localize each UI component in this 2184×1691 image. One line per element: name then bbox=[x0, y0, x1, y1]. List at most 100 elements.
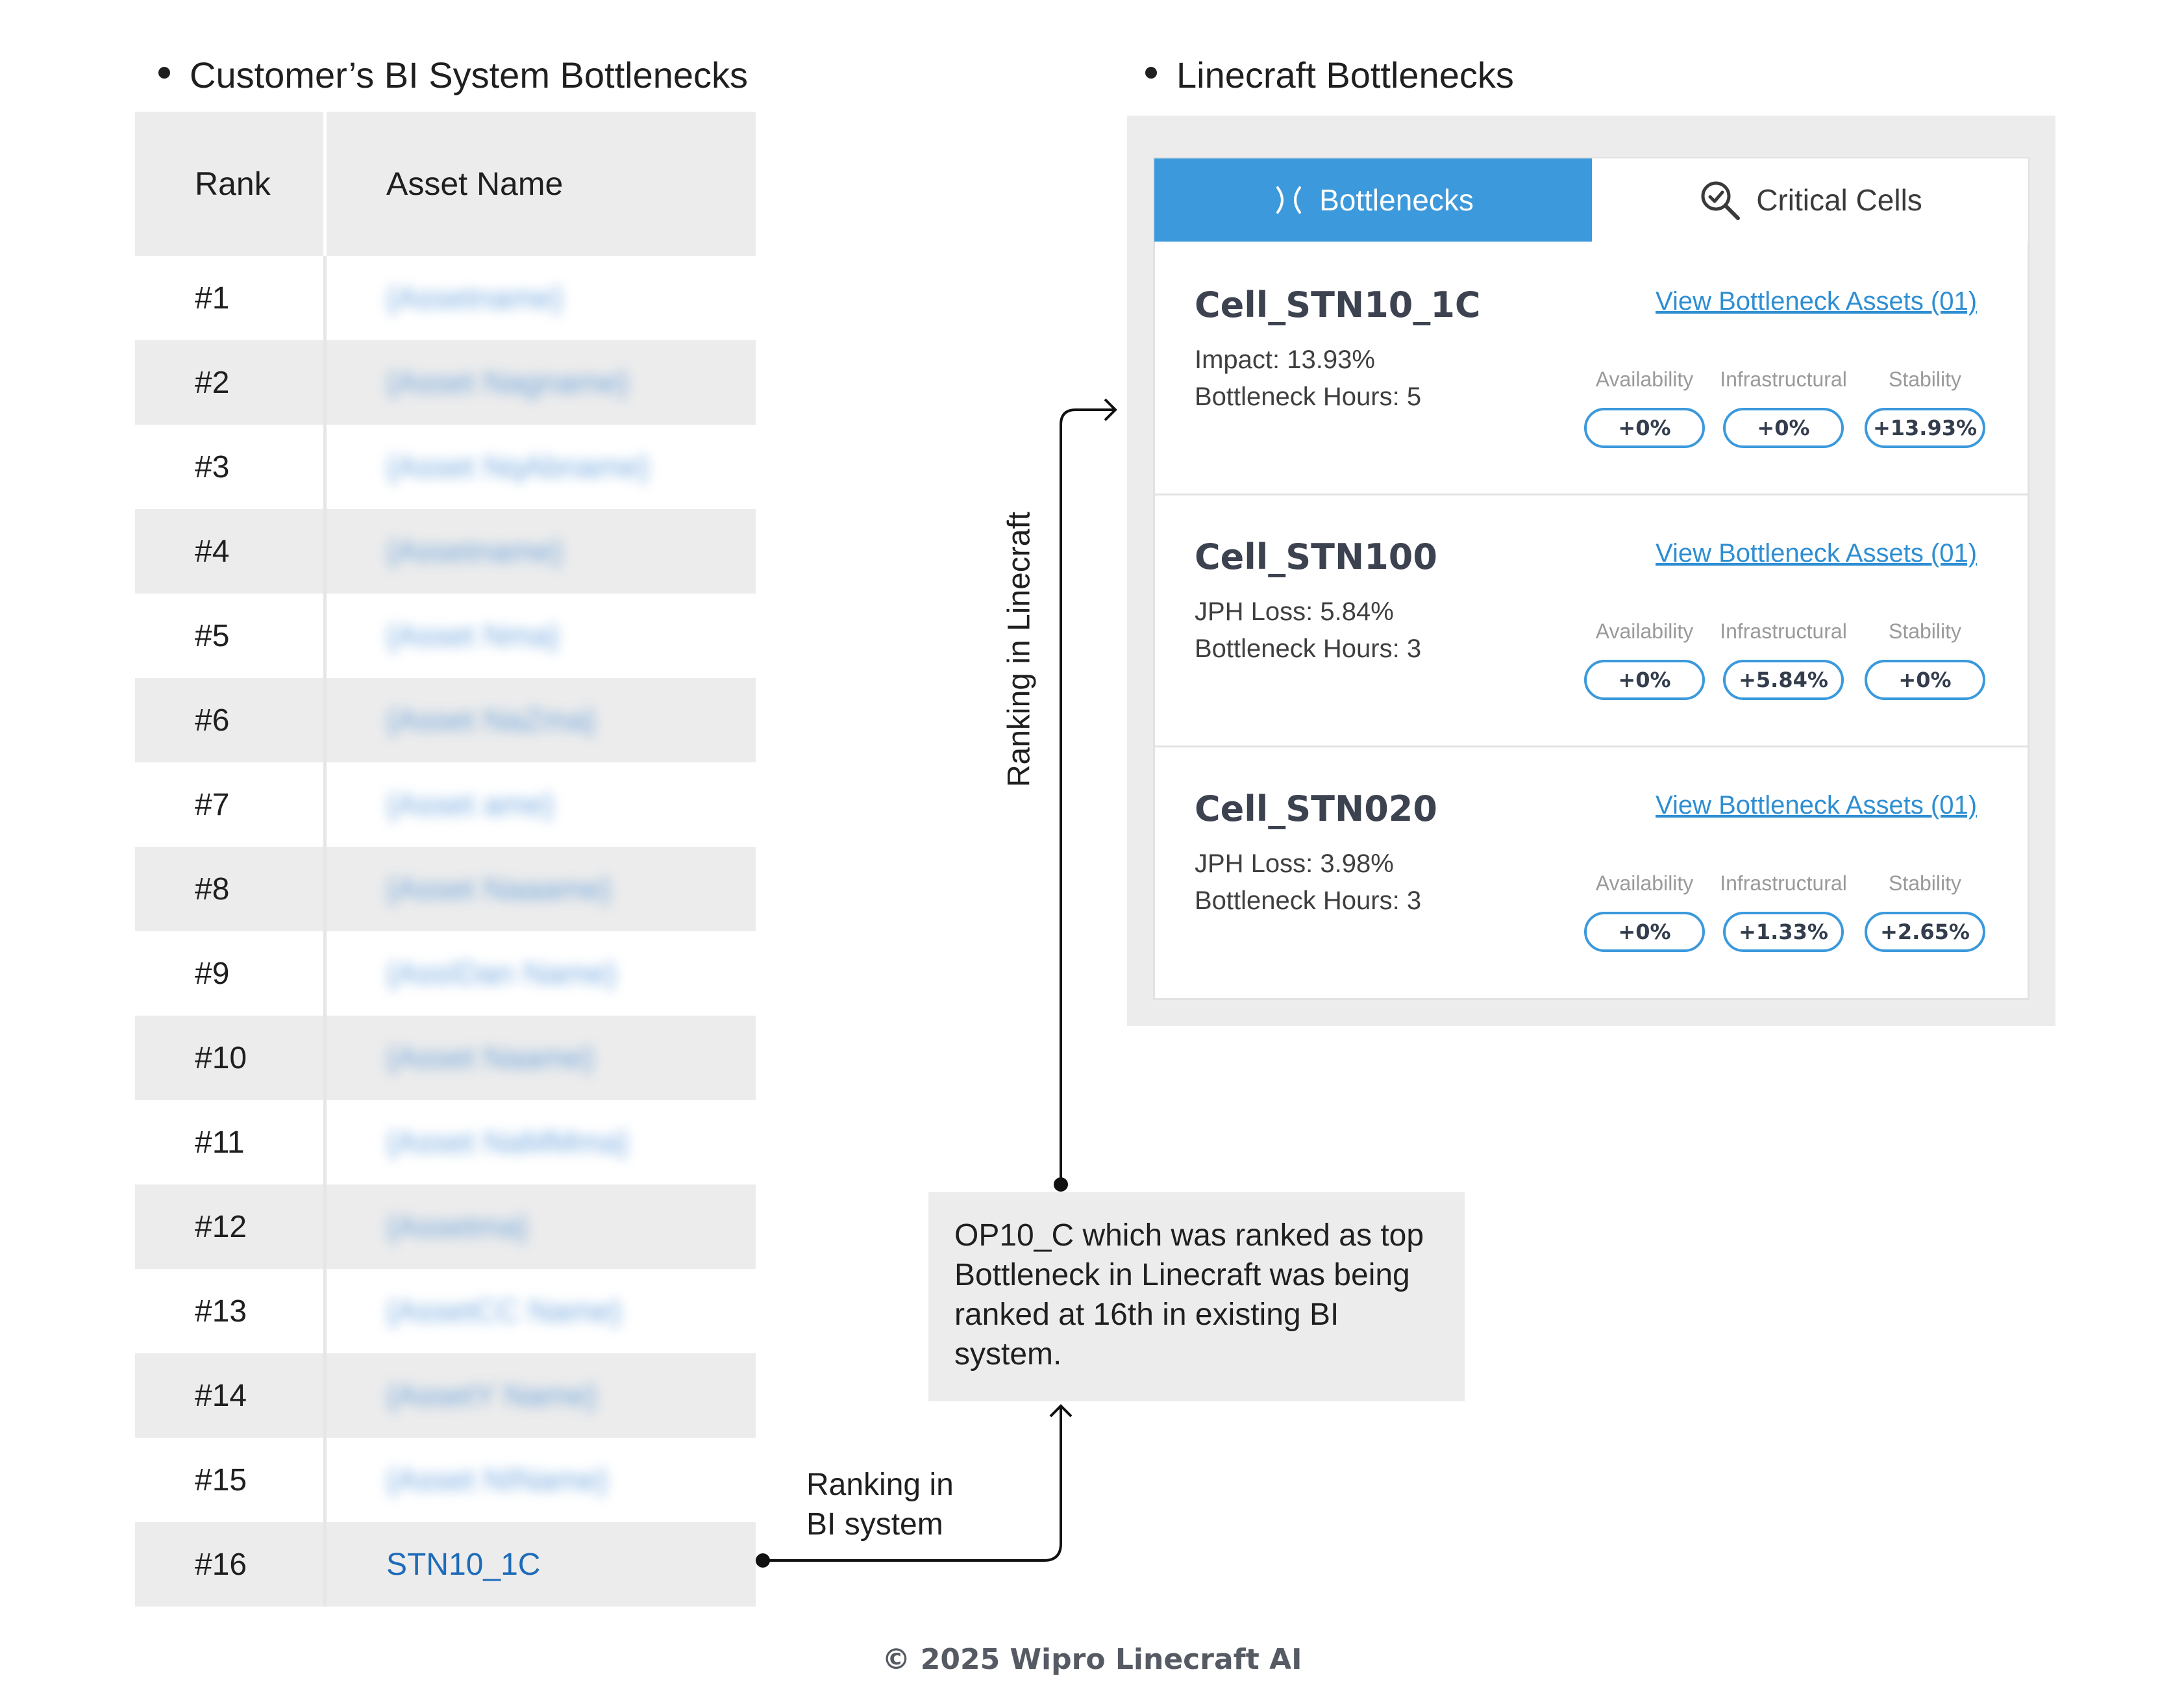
rank-header: Rank bbox=[135, 112, 327, 256]
tab-critical-cells-label: Critical Cells bbox=[1756, 183, 1922, 217]
tab-bottlenecks-label: Bottlenecks bbox=[1319, 183, 1474, 217]
rank-cell: #8 bbox=[135, 847, 327, 931]
bi-bottleneck-table: Rank Asset Name #1 {Assetname} #2 {Asset Na… bbox=[135, 112, 756, 1607]
asset-name-redacted: {AssIDan Name} bbox=[386, 956, 617, 991]
bottleneck-icon bbox=[1272, 184, 1305, 216]
table-row: #12{Assetma} bbox=[135, 1184, 756, 1269]
asset-name-redacted: {Asset NqAbname} bbox=[386, 449, 650, 484]
tab-critical-cells[interactable]: Critical Cells bbox=[1592, 158, 2028, 242]
asset-name-redacted: {Asset NIName} bbox=[386, 1462, 608, 1497]
asset-name-cell: {AssetY Name} bbox=[327, 1353, 756, 1438]
metric-value-pill: +0% bbox=[1584, 912, 1705, 952]
bottleneck-cell-card bbox=[1155, 494, 2028, 745]
asset-name-cell: {Asset Nma} bbox=[327, 594, 756, 678]
asset-link[interactable]: STN10_1C bbox=[386, 1547, 541, 1582]
asset-name-redacted: {Asset NaMMma} bbox=[386, 1125, 629, 1160]
table-body: #1 {Assetname} #2 {Asset Nagname} #3{Asset N… bbox=[135, 256, 756, 1607]
rank-cell: #2 bbox=[135, 340, 327, 425]
bi-heading: Customer’s BI System Bottlenecks bbox=[158, 57, 748, 94]
rank-cell: #9 bbox=[135, 931, 327, 1016]
asset-name-cell: {Asset Naaame} bbox=[327, 847, 756, 931]
callout-to-linecraft-connector bbox=[1054, 398, 1117, 1192]
asset-name-cell: {Asset ame} bbox=[327, 762, 756, 847]
linecraft-ranking-label-text: Ranking in Linecraft bbox=[1002, 511, 1037, 788]
asset-name-cell: {Assetma} bbox=[327, 1184, 756, 1269]
metric-label-availability: Availability bbox=[1595, 871, 1694, 895]
bi-ranking-label: Ranking in BI system bbox=[806, 1465, 954, 1544]
cell-impact: JPH Loss: 5.84% bbox=[1195, 597, 1394, 626]
rank-cell: #14 bbox=[135, 1353, 327, 1438]
asset-name-cell: {AssIDan Name} bbox=[327, 931, 756, 1016]
search-check-icon bbox=[1698, 178, 1742, 222]
footer-copyright: © 2025 Wipro Linecraft AI bbox=[882, 1643, 1302, 1676]
rank-cell: #16 bbox=[135, 1522, 327, 1607]
asset-name-redacted: {AssetCC Name} bbox=[386, 1294, 622, 1329]
table-row: #16 STN10_1C bbox=[135, 1522, 756, 1607]
metric-value-pill: +0% bbox=[1584, 408, 1705, 448]
asset-name-redacted: {Asset Nma} bbox=[386, 618, 560, 653]
metric-label-stability: Stability bbox=[1888, 620, 1962, 643]
table-row: #4 {Assetname} bbox=[135, 509, 756, 594]
cell-impact: Impact: 13.93% bbox=[1195, 345, 1375, 374]
metric-value-pill: +13.93% bbox=[1865, 408, 1985, 448]
cell-bottleneck-hours: Bottleneck Hours: 3 bbox=[1195, 634, 1422, 663]
metric-label-stability: Stability bbox=[1888, 368, 1962, 391]
metric-label-infrastructural: Infrastructural bbox=[1720, 620, 1847, 643]
table-row: #14{AssetY Name} bbox=[135, 1353, 756, 1438]
asset-name-cell[interactable]: STN10_1C bbox=[327, 1522, 756, 1607]
asset-name-redacted: {Asset Naaame} bbox=[386, 871, 612, 907]
metric-label-infrastructural: Infrastructural bbox=[1720, 368, 1847, 391]
table-row: #6{Asset NaZma} bbox=[135, 678, 756, 762]
asset-name-cell: {Asset Nagname} bbox=[327, 340, 756, 425]
asset-name-redacted: {Asset ame} bbox=[386, 787, 554, 822]
view-bottleneck-assets-link[interactable]: View Bottleneck Assets (01) bbox=[1656, 539, 1978, 568]
cell-bottleneck-hours: Bottleneck Hours: 3 bbox=[1195, 886, 1422, 915]
view-bottleneck-assets-link[interactable]: View Bottleneck Assets (01) bbox=[1656, 287, 1978, 316]
table-row: #7 {Asset ame} bbox=[135, 762, 756, 847]
table-row: #5{Asset Nma} bbox=[135, 594, 756, 678]
bi-heading-text: Customer’s BI System Bottlenecks bbox=[190, 55, 749, 95]
metric-value-pill: +0% bbox=[1865, 660, 1985, 700]
rank-cell: #12 bbox=[135, 1184, 327, 1269]
table-row: #11 {Asset NaMMma} bbox=[135, 1100, 756, 1184]
cell-impact: JPH Loss: 3.98% bbox=[1195, 849, 1394, 878]
table-row: #8 {Asset Naaame} bbox=[135, 847, 756, 931]
rank-cell: #15 bbox=[135, 1438, 327, 1522]
cell-bottleneck-hours: Bottleneck Hours: 5 bbox=[1195, 382, 1422, 411]
table-row: #2 {Asset Nagname} bbox=[135, 340, 756, 425]
asset-name-redacted: {Assetname} bbox=[386, 281, 564, 316]
bullet-icon bbox=[158, 67, 170, 79]
asset-name-cell: {AssetCC Name} bbox=[327, 1269, 756, 1353]
asset-name-cell: {Asset NIName} bbox=[327, 1438, 756, 1522]
metric-value-pill: +0% bbox=[1584, 660, 1705, 700]
metric-value-pill: +1.33% bbox=[1723, 912, 1844, 952]
table-row: #3{Asset NqAbname} bbox=[135, 425, 756, 509]
asset-name-cell: {Asset NaMMma} bbox=[327, 1100, 756, 1184]
metric-label-infrastructural: Infrastructural bbox=[1720, 871, 1847, 895]
rank-cell: #7 bbox=[135, 762, 327, 847]
bullet-icon bbox=[1145, 67, 1157, 79]
tab-bottlenecks[interactable]: Bottlenecks bbox=[1154, 158, 1592, 242]
bottleneck-cell-card bbox=[1155, 745, 2028, 997]
table-header: Rank Asset Name bbox=[135, 112, 756, 256]
table-row: #10{Asset Naame} bbox=[135, 1016, 756, 1100]
asset-name-redacted: {Asset Nagname} bbox=[386, 365, 629, 400]
asset-name-redacted: {Asset Naame} bbox=[386, 1040, 595, 1075]
metric-value-pill: +0% bbox=[1723, 408, 1844, 448]
view-bottleneck-assets-link[interactable]: View Bottleneck Assets (01) bbox=[1656, 791, 1978, 820]
table-row: #13 {AssetCC Name} bbox=[135, 1269, 756, 1353]
metric-label-availability: Availability bbox=[1595, 368, 1694, 391]
rank-cell: #4 bbox=[135, 509, 327, 594]
rank-cell: #13 bbox=[135, 1269, 327, 1353]
bi-to-callout-connector bbox=[756, 1404, 1073, 1568]
asset-name-cell: {Assetname} bbox=[327, 509, 756, 594]
rank-cell: #1 bbox=[135, 256, 327, 340]
table-row: #15 {Asset NIName} bbox=[135, 1438, 756, 1522]
asset-name-redacted: {Assetname} bbox=[386, 534, 564, 569]
metric-label-stability: Stability bbox=[1888, 871, 1962, 895]
rank-cell: #11 bbox=[135, 1100, 327, 1184]
metric-value-pill: +2.65% bbox=[1865, 912, 1985, 952]
metric-label-availability: Availability bbox=[1595, 620, 1694, 643]
linecraft-heading: Linecraft Bottlenecks bbox=[1145, 57, 1514, 94]
